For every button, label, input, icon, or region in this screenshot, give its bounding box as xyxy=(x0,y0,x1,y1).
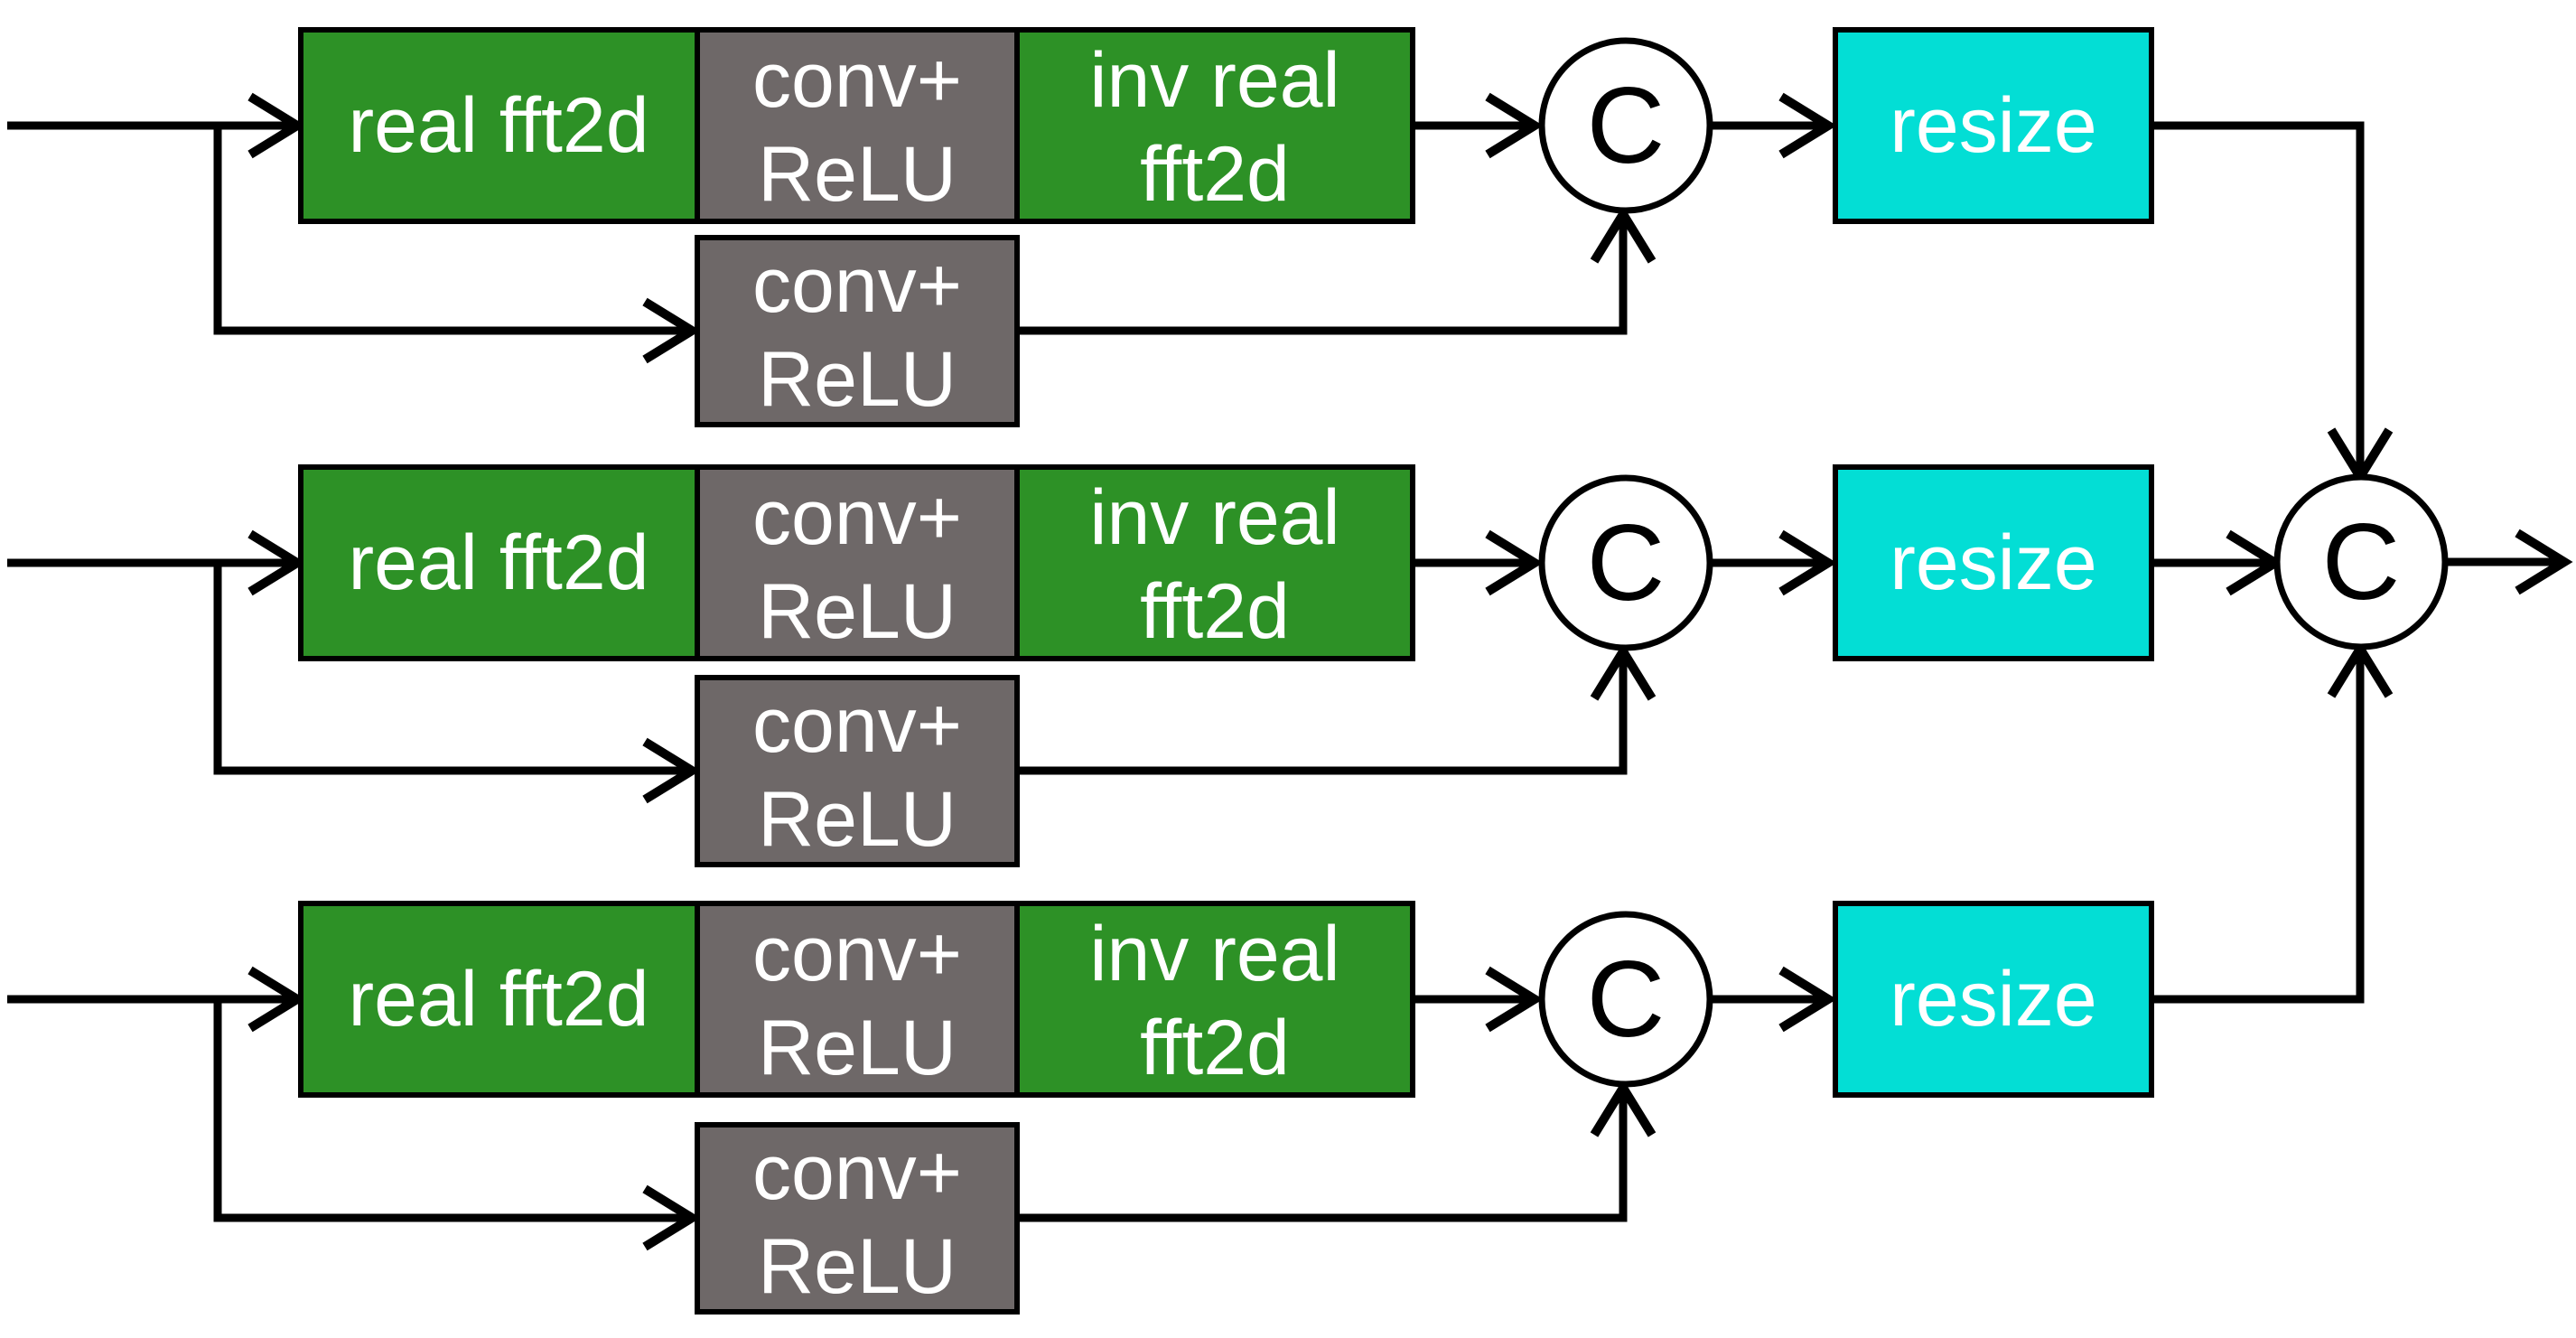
skip-conv-relu-label-line2: ReLU xyxy=(758,1223,957,1310)
skip-conv-relu-label-line1: conv+ xyxy=(752,682,962,769)
branch-3-skip-out-arrow xyxy=(1017,1079,1657,1222)
skip-conv-relu-box xyxy=(695,235,1020,427)
conv-relu-label-line2: ReLU xyxy=(758,1005,957,1091)
inv-real-fft2d-box xyxy=(1014,464,1415,661)
branch-2-skip-out-arrow xyxy=(1017,642,1657,775)
final-merge: C xyxy=(2273,473,2573,650)
inv-real-fft2d-box xyxy=(1014,27,1415,224)
inv-real-fft2d-label-line2: fft2d xyxy=(1140,1005,1290,1091)
concat-node xyxy=(1538,474,1713,651)
real-fft2d-box xyxy=(298,901,700,1098)
inv-real-fft2d-box xyxy=(1014,901,1415,1098)
real-fft2d-label: real fft2d xyxy=(348,82,649,169)
branch-1: real fft2d conv+ ReLU inv real fft2d C r… xyxy=(7,27,2394,486)
concat-label: C xyxy=(1587,65,1666,186)
skip-conv-relu-label-line2: ReLU xyxy=(758,336,957,423)
conv-relu-label-line1: conv+ xyxy=(752,37,962,124)
concat-node xyxy=(1538,911,1713,1088)
inv-real-fft2d-label-line1: inv real xyxy=(1089,37,1339,124)
skip-conv-relu-label-line1: conv+ xyxy=(752,1129,962,1216)
inv-real-fft2d-label-line1: inv real xyxy=(1089,474,1339,561)
resize-label: resize xyxy=(1890,956,2096,1043)
concat-node xyxy=(1538,37,1713,214)
inv-real-fft2d-label-line2: fft2d xyxy=(1140,568,1290,655)
real-fft2d-box xyxy=(298,464,700,661)
conv-relu-label-line2: ReLU xyxy=(758,568,957,655)
resize-box xyxy=(1833,27,2154,224)
conv-relu-label-line1: conv+ xyxy=(752,911,962,997)
branch-3-resize-out-arrow xyxy=(2151,640,2394,1004)
skip-conv-relu-label-line2: ReLU xyxy=(758,776,957,863)
resize-box xyxy=(1833,464,2154,661)
concat-label: C xyxy=(1587,939,1666,1060)
real-fft2d-label: real fft2d xyxy=(348,519,649,606)
branch-3-skip-in-arrow xyxy=(213,999,701,1251)
branch-3: real fft2d conv+ ReLU inv real fft2d C r… xyxy=(7,640,2394,1315)
branch-1-resize-out-arrow xyxy=(2151,121,2394,486)
concat-label: C xyxy=(1587,502,1666,623)
inv-real-fft2d-label-line1: inv real xyxy=(1089,911,1339,997)
branch-1-skip-in-arrow xyxy=(213,126,701,364)
skip-conv-relu-box xyxy=(695,1122,1020,1315)
branch-1-skip-out-arrow xyxy=(1017,205,1657,335)
branch-2: real fft2d conv+ ReLU inv real fft2d C r… xyxy=(7,464,2284,867)
real-fft2d-box xyxy=(298,27,700,224)
real-fft2d-label: real fft2d xyxy=(348,956,649,1043)
inv-real-fft2d-label-line2: fft2d xyxy=(1140,131,1290,218)
branch-2-skip-in-arrow xyxy=(213,563,701,804)
resize-label: resize xyxy=(1890,519,2096,606)
final-concat-label: C xyxy=(2322,501,2401,622)
skip-conv-relu-box xyxy=(695,675,1020,867)
conv-relu-label-line2: ReLU xyxy=(758,131,957,218)
conv-relu-box xyxy=(695,27,1020,224)
conv-relu-box xyxy=(695,464,1020,661)
resize-label: resize xyxy=(1890,82,2096,169)
skip-conv-relu-label-line1: conv+ xyxy=(752,242,962,329)
conv-relu-label-line1: conv+ xyxy=(752,474,962,561)
resize-box xyxy=(1833,901,2154,1098)
